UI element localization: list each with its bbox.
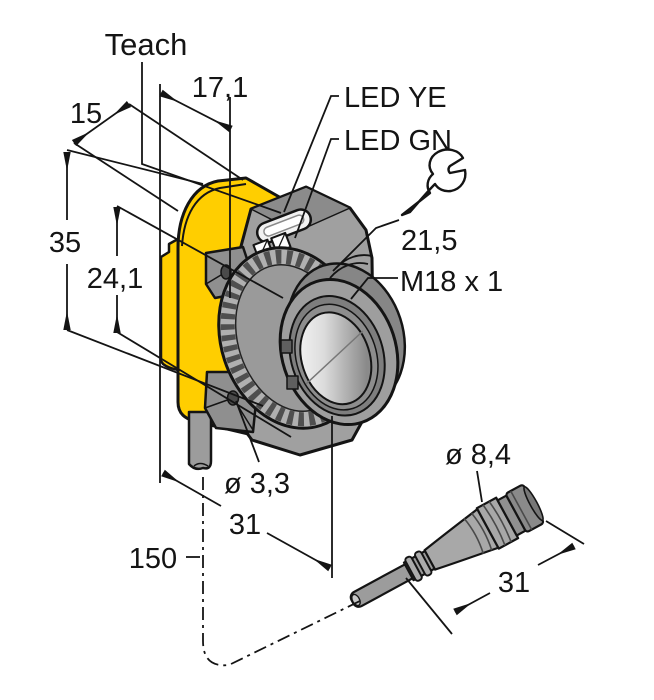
dim-31-conn-line-right (537, 542, 576, 566)
yellow-housing-crease (181, 183, 247, 247)
dim-31-body-line-right (266, 532, 332, 572)
ext-ray-35-top (66, 149, 204, 185)
connector-grooves (463, 501, 512, 554)
hole-leader-line (235, 400, 260, 463)
thread-leader-line (350, 277, 398, 300)
yellow-rear-face (159, 237, 180, 372)
dim-31-body-line-left (161, 469, 222, 507)
label-hole-diameter: ø 3,3 (224, 468, 290, 500)
connector-front-face (523, 486, 544, 522)
ext-ray-15-far (128, 103, 244, 181)
label-led-ye: LED YE (344, 82, 447, 114)
connector-diameter-leader (476, 470, 483, 503)
connector-boot-ring2 (414, 550, 433, 577)
connector-boot-ring1 (404, 555, 423, 582)
cable-centerline (202, 477, 363, 667)
connector-ext-front (545, 520, 585, 545)
label-dim-21-5: 21,5 (401, 225, 457, 257)
label-dim-24-1: 24,1 (87, 263, 143, 295)
label-led-gn: LED GN (344, 125, 452, 157)
label-dim-150: 150 (129, 543, 177, 575)
cable (187, 410, 213, 471)
ext-ray-35-bottom (66, 329, 264, 407)
wrench-icon (400, 148, 467, 217)
dim-21-5-leader-line (332, 219, 400, 272)
teach-button (255, 208, 313, 244)
lens-divider-line (305, 330, 364, 385)
led-ye-leader-line (283, 95, 339, 213)
dim-17-1-line (159, 89, 233, 133)
ext-ray-15-near (73, 142, 179, 212)
teach-leader-line (141, 62, 282, 214)
quick-disconnect-connector (349, 484, 545, 608)
ext-ray-24-1-top (116, 205, 284, 299)
dim-31-conn-line-left (453, 592, 491, 616)
dimension-lines (63, 62, 585, 667)
lens-glass (299, 311, 373, 406)
dim-15-line (71, 100, 132, 147)
label-dim-31-connector: 31 (498, 567, 530, 599)
connector-ext-rear (405, 577, 453, 635)
label-dim-35: 35 (49, 227, 81, 259)
bezel-tab-lower (286, 375, 299, 390)
lens-assembly (278, 277, 400, 427)
label-dim-15: 15 (70, 98, 102, 130)
sensor-body (159, 176, 407, 471)
ext-ray-24-1-bottom (116, 331, 292, 438)
label-thread-spec: M18 x 1 (400, 266, 503, 298)
bezel-tab-upper (280, 339, 293, 354)
label-teach: Teach (105, 27, 188, 62)
label-dim-31-body: 31 (229, 509, 261, 541)
dimension-labels: Teach 17,1 15 35 24,1 LED YE LED GN 21,5… (49, 27, 530, 599)
label-connector-diameter: ø 8,4 (445, 439, 511, 471)
label-dim-17-1: 17,1 (192, 72, 248, 104)
led-gn-leader-line (294, 138, 339, 239)
